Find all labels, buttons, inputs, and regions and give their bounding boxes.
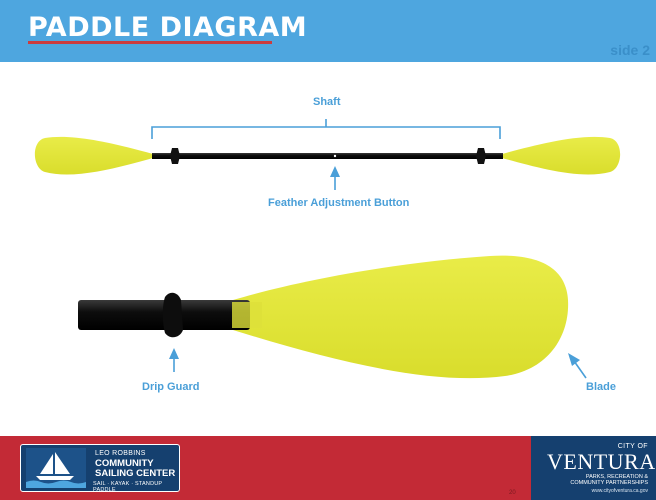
- ventura-logo: CITY OF VENTURA PARKS, RECREATION & COMM…: [531, 436, 656, 500]
- sailing-center-line3: SAILING CENTER: [95, 468, 176, 479]
- sailboat-icon: [26, 448, 86, 488]
- blade-sleeve: [232, 302, 262, 328]
- drip-guard-arrow: [169, 348, 179, 372]
- shaft-bracket: [151, 119, 501, 139]
- large-blade: [233, 255, 569, 379]
- full-shaft: [152, 153, 503, 159]
- left-blade: [34, 136, 153, 175]
- ventura-city-of: CITY OF: [617, 443, 648, 450]
- ventura-department: PARKS, RECREATION & COMMUNITY PARTNERSHI…: [570, 474, 648, 486]
- paddle-diagram: Shaft Feather Adjustment Button Drip Gua…: [0, 62, 656, 436]
- paddle-illustration: [34, 119, 621, 379]
- sailing-center-line1: LEO ROBBINS: [95, 450, 146, 457]
- sailing-center-tagline: SAIL · KAYAK · STANDUP PADDLE: [93, 481, 163, 493]
- blade-label: Blade: [586, 381, 616, 393]
- feather-button-dot: [333, 154, 337, 158]
- drip-guard-label: Drip Guard: [142, 381, 200, 393]
- right-drip-guard: [476, 148, 486, 164]
- shaft-label: Shaft: [313, 96, 341, 108]
- right-blade: [502, 136, 621, 175]
- ventura-url: www.cityofventura.ca.gov: [591, 488, 648, 494]
- page-number: 20: [509, 490, 516, 496]
- blade-arrow: [568, 353, 587, 379]
- footer-bar: LEO ROBBINS COMMUNITY SAILING CENTER SAI…: [0, 436, 656, 500]
- side-label: side 2: [610, 42, 650, 58]
- sailing-center-line2: COMMUNITY: [95, 458, 154, 469]
- page-title: PADDLE DIAGRAM: [28, 12, 308, 43]
- left-drip-guard: [170, 148, 180, 164]
- feather-adjustment-label: Feather Adjustment Button: [268, 197, 410, 209]
- feather-arrow: [330, 166, 340, 190]
- large-drip-guard: [162, 292, 183, 338]
- blade-closeup: [78, 255, 569, 379]
- header-banner: PADDLE DIAGRAM side 2: [0, 0, 656, 62]
- sailing-center-logo: LEO ROBBINS COMMUNITY SAILING CENTER SAI…: [20, 444, 180, 493]
- title-underline: [28, 41, 272, 44]
- full-paddle: [34, 136, 621, 175]
- ventura-dept-line2: COMMUNITY PARTNERSHIPS: [570, 480, 648, 486]
- ventura-name: VENTURA: [547, 449, 656, 474]
- ventura-dept-line1: PARKS, RECREATION &: [585, 474, 648, 480]
